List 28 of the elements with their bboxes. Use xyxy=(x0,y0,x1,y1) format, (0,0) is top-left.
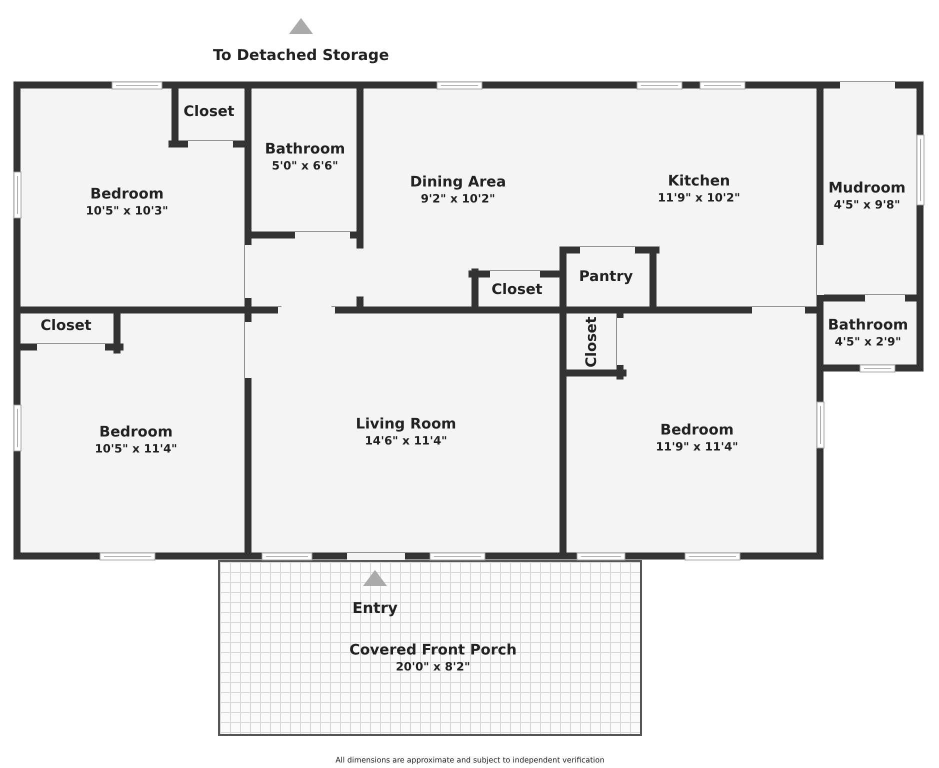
room-name: Bedroom xyxy=(660,422,734,440)
plan-label: To Detached Storage xyxy=(212,46,390,64)
room-name: Closet xyxy=(583,316,601,368)
room-dimensions: 14'6" x 11'4" xyxy=(364,434,448,448)
room-name: Mudroom xyxy=(828,180,906,198)
room-dimensions: 10'5" x 11'4" xyxy=(94,442,178,456)
room-name: Living Room xyxy=(356,416,456,434)
room-name: Closet xyxy=(492,281,542,299)
room-dimensions: 11'9" x 10'2" xyxy=(658,190,740,206)
room-name: Bedroom xyxy=(90,186,164,204)
room-dimensions: 9'2" x 10'2" xyxy=(420,192,496,206)
room-name: Bathroom xyxy=(828,316,908,334)
room-name: Bedroom xyxy=(99,424,173,442)
room-name: Closet xyxy=(40,317,92,335)
room-name: Closet xyxy=(184,103,234,121)
porch-area xyxy=(218,560,642,736)
room-name: Bathroom xyxy=(264,140,346,158)
plan-label: Entry xyxy=(352,599,398,617)
room-name: Dining Area xyxy=(410,174,506,192)
room-dimensions: 20'0" x 8'2" xyxy=(396,660,470,674)
room-dimensions: 10'5" x 10'3" xyxy=(86,204,168,218)
room-dimensions: 4'5" x 9'8" xyxy=(834,198,900,212)
room-name: Covered Front Porch xyxy=(349,642,517,660)
room-dimensions: 5'0" x 6'6" xyxy=(272,158,338,174)
room-name: Pantry xyxy=(579,268,633,286)
room-dimensions: 11'9" x 11'4" xyxy=(656,440,738,454)
room-name: Kitchen xyxy=(668,172,730,190)
room-dimensions: 4'5" x 2'9" xyxy=(834,334,902,350)
